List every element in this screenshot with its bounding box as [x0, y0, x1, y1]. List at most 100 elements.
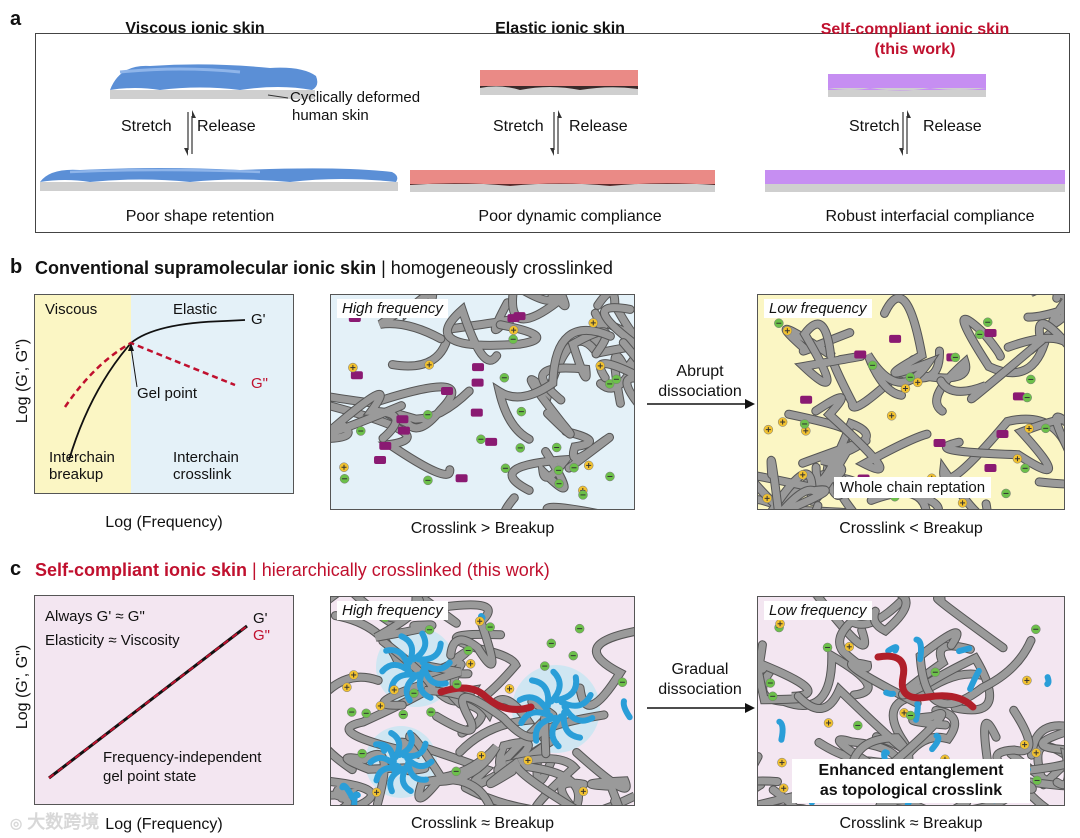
crosslink-segment	[485, 437, 498, 446]
crosslink-segment	[933, 438, 946, 447]
compliant-skin-diagram	[765, 74, 1065, 192]
crosslink-segment	[440, 386, 453, 395]
caption-c-right: Crosslink ≈ Breakup	[839, 815, 983, 832]
low-frequency-tag-c: Low frequency	[764, 601, 872, 620]
polymer-chain	[1018, 722, 1064, 790]
network-b-high-frequency: High frequency	[330, 294, 635, 510]
blue-segment	[883, 689, 897, 697]
blue-segment	[560, 709, 584, 741]
elastic-title: Elastic ionic skin	[495, 20, 625, 37]
compliant-title: Self-compliant ionic skin (this work)	[790, 20, 1040, 60]
blue-segment	[561, 703, 596, 724]
polymer-chain	[767, 457, 829, 509]
plot-b-curves	[63, 319, 246, 461]
arrow-b-line-2: dissociation	[658, 383, 742, 400]
blue-segment	[528, 677, 552, 709]
network-b-high-chains	[331, 295, 634, 509]
blue-segment	[956, 645, 973, 655]
network-c-high-chains	[331, 597, 634, 805]
plot-b-xlabel: Log (Frequency)	[105, 514, 223, 531]
arrow-c-line-2: dissociation	[658, 681, 742, 698]
plot-b-ylabel: Log (G', G")	[14, 338, 31, 424]
caption-b-right: Crosslink < Breakup	[839, 520, 983, 537]
arrow-b	[647, 399, 755, 409]
caption-c-left: Crosslink ≈ Breakup	[410, 815, 555, 832]
polymer-chain	[1024, 295, 1064, 328]
polymer-chain	[916, 629, 1035, 708]
panel-c-heading-rest: | hierarchically crosslinked (this work)	[247, 560, 550, 580]
blue-segment	[553, 674, 580, 704]
viscous-skin-diagram	[40, 64, 398, 191]
blue-segment	[1044, 674, 1052, 688]
polymer-chain	[836, 597, 921, 707]
g-prime-label: G'	[251, 311, 266, 328]
elastic-region	[131, 295, 293, 493]
arrow-c-line-1: Gradual	[671, 661, 729, 678]
polymer-chain	[502, 494, 593, 509]
compliant-title-line-2: (this work)	[874, 41, 956, 58]
crosslink-segment	[889, 334, 902, 343]
viscous-caption: Poor shape retention	[125, 208, 275, 225]
blue-segment	[387, 766, 406, 795]
caption-b-left: Crosslink > Breakup	[410, 520, 555, 537]
plot-c-curves	[48, 624, 248, 780]
panel-c-heading: Self-compliant ionic skin | hierarchical…	[35, 560, 550, 581]
watermark-text: 大数跨境	[27, 812, 100, 832]
polymer-chain	[894, 347, 970, 415]
elasticity-label: Elasticity ≈ Viscosity	[45, 632, 180, 649]
polymer-chain	[331, 778, 375, 805]
state-line-1: Frequency-independent	[103, 749, 262, 766]
panel-b-heading: Conventional supramolecular ionic skin |…	[35, 258, 613, 279]
elastic-stretch: Stretch	[493, 118, 544, 135]
polymer-chain	[494, 326, 614, 443]
viscous-region	[35, 295, 131, 493]
panel-c-heading-bold: Self-compliant ionic skin	[35, 560, 248, 580]
entanglement-label: Enhanced entanglement as topological cro…	[792, 759, 1030, 803]
blue-segment	[913, 636, 925, 663]
blue-segment	[339, 782, 356, 801]
polymer-chain	[331, 673, 382, 774]
crosslink-segment	[996, 429, 1009, 438]
blue-segment	[548, 668, 563, 705]
panel-a	[35, 33, 1070, 233]
polymer-chain	[331, 390, 405, 442]
polymer-chain	[812, 394, 931, 473]
high-frequency-tag-c: High frequency	[337, 601, 448, 620]
g-double-label: G"	[251, 375, 268, 392]
compliant-stretch: Stretch	[849, 118, 900, 135]
panel-c-label: c	[10, 558, 22, 580]
red-chain	[874, 652, 977, 711]
crosslink-segment	[1012, 392, 1025, 401]
reptation-label: Whole chain reptation	[834, 477, 992, 498]
blue-segment	[516, 694, 551, 715]
plot-c-ylabel: Log (G', G")	[14, 644, 31, 730]
elastic-caption: Poor dynamic compliance	[478, 208, 662, 225]
compliant-caption: Robust interfacial compliance	[825, 208, 1035, 225]
state-line-2: gel point state	[103, 768, 197, 785]
high-frequency-tag-b: High frequency	[337, 299, 448, 318]
arrow-b-line-1: Abrupt	[676, 363, 724, 380]
elastic-release: Release	[569, 118, 628, 135]
blue-segment	[913, 700, 921, 723]
blue-segment	[351, 791, 361, 805]
blue-segment	[558, 691, 594, 709]
elastic-label: Elastic	[173, 301, 218, 318]
polymer-chain	[942, 413, 1064, 474]
crosslink-segment	[455, 474, 468, 483]
polymer-chain	[443, 303, 541, 364]
crosslink-segment	[984, 328, 997, 337]
blue-segment	[967, 667, 982, 692]
compliant-title-line-1: Self-compliant ionic skin	[820, 21, 1010, 38]
blue-segment	[419, 659, 453, 673]
g-prime-label-c: G'	[253, 610, 268, 627]
polymer-chain	[1008, 748, 1064, 805]
crosslink-segment	[470, 408, 483, 417]
crosslink-segment	[800, 395, 813, 404]
breakup-line-2: breakup	[49, 466, 104, 483]
annotation-line-2: human skin	[292, 107, 369, 124]
compliant-release: Release	[923, 118, 982, 135]
breakup-label: Interchain breakup	[49, 449, 115, 483]
crosslink-segment	[854, 350, 867, 359]
entangle-line-1: Enhanced entanglement	[818, 762, 1004, 779]
viscous-annotation: Cyclically deformed human skin	[290, 89, 420, 125]
